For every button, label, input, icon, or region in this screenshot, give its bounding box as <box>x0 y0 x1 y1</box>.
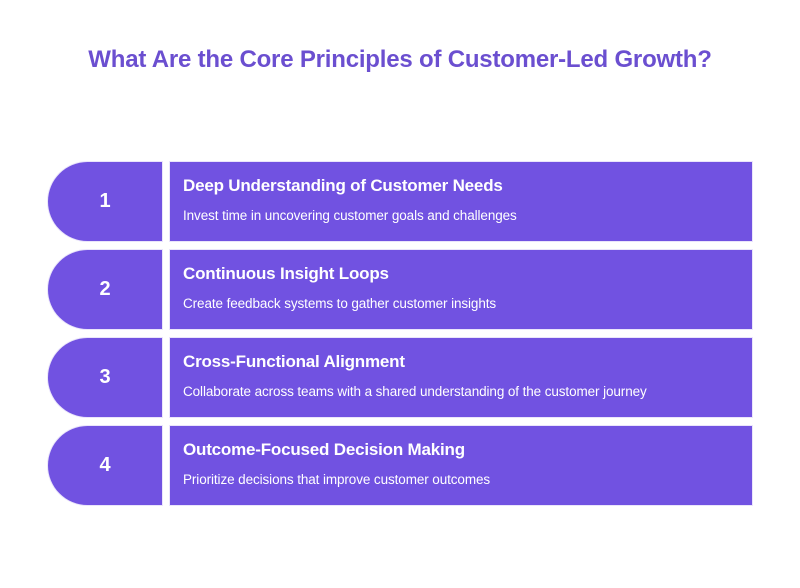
principle-card: Cross-Functional Alignment Collaborate a… <box>170 338 752 417</box>
principle-row-3: 3 Cross-Functional Alignment Collaborate… <box>48 338 752 417</box>
principle-card: Deep Understanding of Customer Needs Inv… <box>170 162 752 241</box>
principle-description: Prioritize decisions that improve custom… <box>183 472 491 487</box>
principle-description: Collaborate across teams with a shared u… <box>183 384 647 399</box>
principle-title: Continuous Insight Loops <box>183 264 389 283</box>
principle-title: Deep Understanding of Customer Needs <box>183 176 503 195</box>
principle-title: Cross-Functional Alignment <box>183 352 405 371</box>
number-badge: 1 <box>48 162 162 241</box>
principle-row-2: 2 Continuous Insight Loops Create feedba… <box>48 250 752 329</box>
principle-card: Continuous Insight Loops Create feedback… <box>170 250 752 329</box>
principle-title: Outcome-Focused Decision Making <box>183 440 465 459</box>
diagram-title: What Are the Core Principles of Customer… <box>88 46 712 73</box>
number-label: 1 <box>99 190 111 212</box>
principle-row-1: 1 Deep Understanding of Customer Needs I… <box>48 162 752 241</box>
principle-description: Invest time in uncovering customer goals… <box>183 208 517 223</box>
number-label: 2 <box>99 278 111 300</box>
number-label: 3 <box>99 366 111 388</box>
number-badge: 2 <box>48 250 162 329</box>
principle-description: Create feedback systems to gather custom… <box>183 296 497 311</box>
number-badge: 3 <box>48 338 162 417</box>
number-badge: 4 <box>48 426 162 505</box>
principles-list: 1 Deep Understanding of Customer Needs I… <box>48 162 752 514</box>
principle-card: Outcome-Focused Decision Making Prioriti… <box>170 426 752 505</box>
number-label: 4 <box>99 454 111 476</box>
principle-row-4: 4 Outcome-Focused Decision Making Priori… <box>48 426 752 505</box>
